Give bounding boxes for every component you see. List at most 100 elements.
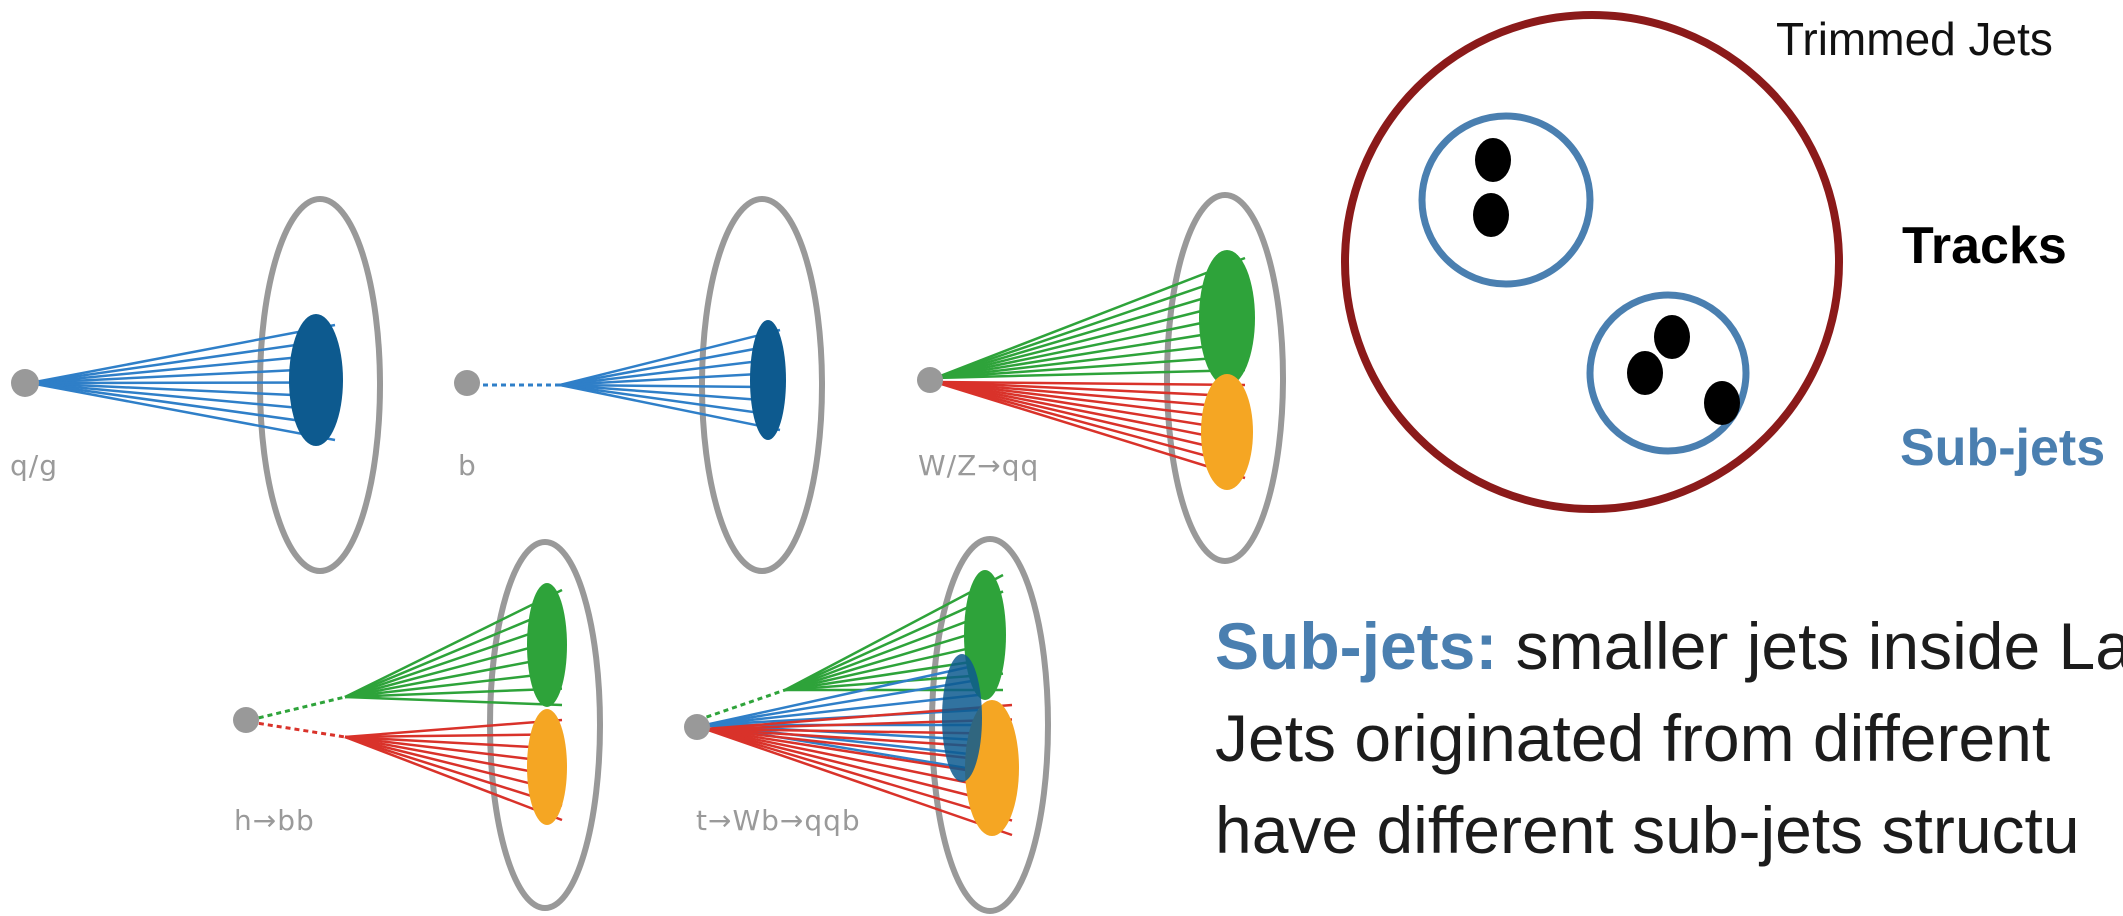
- jet-track-line: [29, 352, 336, 385]
- subjet-deposit-green: [527, 583, 567, 707]
- jet-track-line: [704, 693, 979, 727]
- jet-label-h-bb: h→bb: [234, 804, 315, 837]
- origin-vertex: [917, 367, 943, 393]
- track-dot: [1627, 351, 1663, 395]
- jet-track-line: [344, 687, 563, 699]
- jet-track-line: [704, 663, 979, 727]
- jet-track-line: [344, 735, 563, 779]
- jet-track-line: [29, 381, 336, 442]
- jet-track-line: [934, 284, 1246, 380]
- jet-track-line: [704, 678, 979, 727]
- jet-track-line: [934, 380, 1246, 480]
- jet-track-line: [934, 380, 1246, 410]
- jet-cone-lines: [559, 328, 781, 432]
- jet-track-line: [559, 383, 781, 389]
- description-line-2: Jets originated from different: [1215, 701, 2051, 775]
- subjet-deposit-orange: [1201, 374, 1253, 490]
- tracks-label: Tracks: [1902, 217, 2067, 275]
- jet-cone-lines-red: [344, 718, 563, 822]
- jet-track-line: [344, 670, 563, 699]
- jet-track-line: [934, 270, 1246, 380]
- jet-track-line: [934, 298, 1246, 380]
- jet-track-line: [934, 380, 1246, 387]
- jet-track-line: [934, 340, 1246, 380]
- jet-track-line: [344, 695, 563, 707]
- jet-cone-lines-red: [934, 380, 1246, 480]
- jet-track-line: [344, 733, 563, 739]
- jet-track-line: [559, 383, 781, 417]
- jet-track-line: [934, 380, 1246, 468]
- jet-track-line: [344, 735, 563, 765]
- jet-track-line: [934, 354, 1246, 380]
- jet-label-wz-qq: W/Z→qq: [918, 449, 1039, 482]
- jet-track-line: [934, 380, 1246, 422]
- jet-label-qg: q/g: [10, 449, 58, 482]
- jet-track-line: [344, 735, 563, 793]
- jet-track-line: [704, 727, 1013, 837]
- jet-label-t-wb-qqb: t→Wb→qqb: [696, 804, 861, 837]
- jet-track-line: [29, 381, 336, 413]
- origin-vertex: [454, 370, 480, 396]
- jet-track-line: [704, 727, 1013, 808]
- subjet-deposit-green: [1199, 250, 1255, 386]
- subjet-circle-1: [1418, 112, 1594, 288]
- subjet-circle-2: [1586, 291, 1750, 455]
- jet-track-line: [344, 605, 563, 699]
- jet-track-line: [559, 371, 781, 387]
- trimmed-jets-label: Trimmed Jets: [1776, 13, 2053, 65]
- subjet-deposit-green: [964, 570, 1006, 700]
- jet-energy-deposit: [289, 314, 343, 446]
- jet-cone-lines-green: [344, 588, 563, 707]
- jet-track-line: [559, 328, 781, 387]
- jet-energy-deposit: [750, 320, 786, 440]
- definition-term: Sub-jets:: [1215, 609, 1498, 683]
- jet-track-line: [559, 383, 781, 432]
- dashed-propagator-red: [249, 720, 346, 739]
- trimmed-jet-panel: [1341, 11, 1843, 513]
- jet-track-line: [344, 654, 563, 699]
- detector-ring: [699, 196, 825, 574]
- jet-track-line: [934, 326, 1246, 380]
- origin-vertex: [11, 369, 39, 397]
- dashed-propagator-green: [249, 695, 346, 722]
- jet-diagram-qg: q/g: [10, 196, 383, 574]
- subjet-deposit-orange: [527, 709, 567, 825]
- origin-vertex: [684, 714, 710, 740]
- jet-track-line: [344, 638, 563, 699]
- jet-track-line: [344, 718, 563, 739]
- track-dot: [1704, 381, 1740, 425]
- subjets-label: Sub-jets: [1900, 419, 2106, 477]
- jet-track-line: [934, 380, 1246, 445]
- jet-track-line: [704, 727, 1013, 822]
- jet-track-line: [29, 381, 336, 399]
- jet-diagram-b: b: [454, 196, 825, 574]
- jet-track-line: [934, 256, 1246, 380]
- jet-track-line: [934, 380, 1246, 398]
- jet-track-line: [29, 323, 336, 385]
- track-dot: [1475, 138, 1511, 182]
- track-dot: [1654, 315, 1690, 359]
- jet-track-line: [344, 621, 563, 699]
- jet-track-line: [559, 343, 781, 387]
- jet-track-line: [29, 366, 336, 385]
- jet-track-line: [934, 380, 1246, 456]
- jet-diagram-h-bb: h→bb: [233, 539, 603, 911]
- jet-track-line: [559, 383, 781, 403]
- jet-track-line: [559, 357, 781, 387]
- detector-ring: [1164, 192, 1286, 564]
- jet-track-line: [29, 338, 336, 385]
- jet-track-line: [344, 735, 563, 750]
- definition-line: Sub-jets: smaller jets inside La: [1215, 600, 2123, 692]
- origin-vertex: [233, 707, 259, 733]
- detector-ring: [257, 196, 383, 574]
- large-jet-circle: [1341, 11, 1843, 513]
- subjet-deposit-blue: [942, 654, 982, 782]
- jet-track-line: [934, 312, 1246, 380]
- dashed-propagator-green: [697, 688, 786, 722]
- jet-track-line: [29, 381, 336, 385]
- jet-track-line: [344, 735, 563, 807]
- jet-track-line: [784, 573, 1004, 692]
- definition-text: smaller jets inside La: [1497, 609, 2123, 683]
- jet-diagram-t-wb-qqb: t→Wb→qqb: [684, 536, 1051, 914]
